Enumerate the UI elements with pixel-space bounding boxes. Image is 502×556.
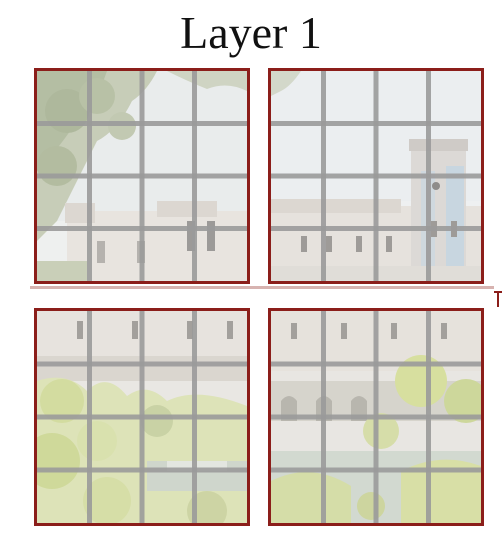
image-tile-bottom-left: [34, 308, 250, 526]
tile-divider: [30, 286, 494, 289]
grid-line-horizontal: [37, 174, 247, 179]
grid-line-horizontal: [271, 362, 481, 367]
grid-line-horizontal: [271, 174, 481, 179]
tile-top-left-image: [37, 71, 247, 281]
image-tile-top-left: [34, 68, 250, 284]
grid-line-horizontal: [37, 121, 247, 126]
image-tile-top-right: [268, 68, 484, 284]
grid-line-horizontal: [271, 226, 481, 231]
grid-line-horizontal: [37, 468, 247, 473]
grid-line-horizontal: [37, 226, 247, 231]
grid-line-horizontal: [271, 121, 481, 126]
grid-line-horizontal: [271, 415, 481, 420]
tile-bottom-right-image: [271, 311, 481, 523]
tile-top-right-image: [271, 71, 481, 281]
grid-line-horizontal: [37, 362, 247, 367]
divider-tick-mark-vertical: [497, 291, 499, 307]
tile-bottom-left-image: [37, 311, 247, 523]
grid-line-horizontal: [37, 415, 247, 420]
layer-title: Layer 1: [0, 6, 502, 60]
grid-line-horizontal: [271, 468, 481, 473]
image-tile-bottom-right: [268, 308, 484, 526]
